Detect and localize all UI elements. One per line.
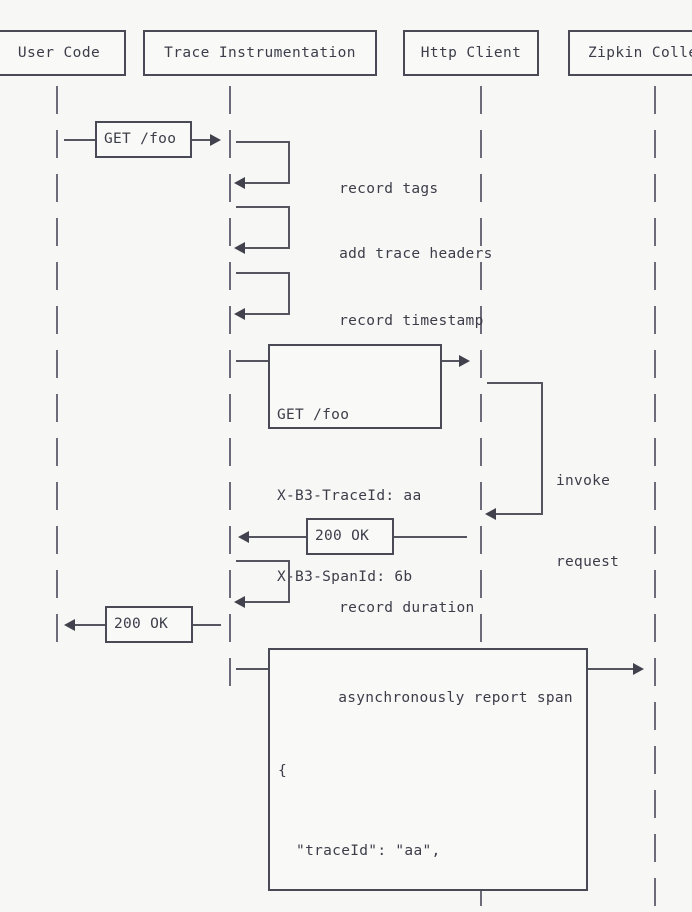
- lifeline-user-code: [56, 86, 58, 656]
- selfloop-bottom-add-trace-headers: [244, 247, 290, 249]
- selfloop-bottom-record-duration: [244, 601, 290, 603]
- selfloop-top-record-timestamp: [236, 272, 290, 274]
- selfloop-bottom-record-timestamp: [244, 313, 290, 315]
- label-text-line1: invoke: [556, 473, 611, 489]
- arrow-line-get-foo-out: [192, 139, 214, 141]
- message-box-report-span: asynchronously report span { "traceId": …: [268, 648, 588, 891]
- selfloop-right-add-trace-headers: [288, 206, 290, 249]
- participant-label: User Code: [17, 45, 101, 61]
- arrowhead-invoke-request: [485, 508, 496, 520]
- arrowhead-get-foo: [210, 134, 221, 146]
- participant-label: Trace Instrumentation: [164, 45, 356, 61]
- selfloop-top-record-tags: [236, 141, 290, 143]
- selfloop-right-record-duration: [288, 560, 290, 603]
- message-label: GET /foo: [104, 131, 177, 147]
- participant-zipkin-collector: Zipkin Colle: [568, 30, 692, 76]
- participant-label: Http Client: [420, 45, 522, 61]
- message-line-spanid: X-B3-SpanId: 6b: [277, 569, 413, 585]
- lifeline-zipkin-collector: [654, 86, 656, 906]
- arrowhead-record-tags: [234, 177, 245, 189]
- message-box-get-foo: GET /foo: [95, 121, 192, 158]
- report-span-title-text: asynchronously report span: [338, 689, 573, 706]
- participant-trace-instrumentation: Trace Instrumentation: [143, 30, 377, 76]
- participant-user-code: User Code: [0, 30, 126, 76]
- label-text: record timestamp: [339, 313, 484, 329]
- arrowhead-add-trace-headers: [234, 242, 245, 254]
- selfloop-top-invoke-request: [487, 382, 543, 384]
- message-label: 200 OK: [315, 528, 370, 544]
- label-text: add trace headers: [339, 246, 493, 262]
- label-text: record tags: [339, 181, 439, 197]
- label-invoke-request: invoke request: [556, 414, 619, 630]
- selfloop-bottom-record-tags: [244, 182, 290, 184]
- report-span-json: { "traceId": "aa", "id": "6b", "name": "…: [278, 705, 567, 912]
- arrow-line-200-ok-user-left: [75, 624, 105, 626]
- message-label: 200 OK: [114, 616, 169, 632]
- arrowhead-record-duration: [234, 596, 245, 608]
- selfloop-right-invoke-request: [541, 382, 543, 515]
- arrow-line-get-foo-headers-in: [236, 360, 272, 362]
- arrowhead-get-foo-headers: [459, 355, 470, 367]
- selfloop-right-record-tags: [288, 141, 290, 184]
- arrow-line-200-ok-server-left: [249, 536, 307, 538]
- selfloop-top-record-duration: [236, 560, 290, 562]
- lifeline-http-client: [480, 86, 482, 906]
- message-line-traceid: X-B3-TraceId: aa: [277, 488, 422, 504]
- label-text: record duration: [339, 600, 475, 616]
- selfloop-top-add-trace-headers: [236, 206, 290, 208]
- label-record-duration: record duration: [303, 568, 475, 649]
- arrow-line-report-span-out: [588, 668, 636, 670]
- label-record-timestamp: record timestamp: [303, 281, 484, 362]
- arrowhead-200-ok-user: [64, 619, 75, 631]
- arrow-line-200-ok-user-right: [193, 624, 221, 626]
- arrowhead-200-ok-server: [238, 531, 249, 543]
- selfloop-right-record-timestamp: [288, 272, 290, 315]
- json-line-trace-id: "traceId": "aa",: [278, 842, 441, 859]
- label-record-tags: record tags: [303, 149, 438, 230]
- label-text-line2: request: [556, 554, 620, 570]
- participant-label: Zipkin Colle: [588, 45, 692, 61]
- json-line-open: {: [278, 763, 288, 779]
- message-box-get-foo-headers: GET /foo X-B3-TraceId: aa X-B3-SpanId: 6…: [268, 344, 442, 585]
- arrowhead-report-span: [633, 663, 644, 675]
- arrow-line-get-foo-in: [64, 139, 96, 141]
- message-line-method: GET /foo: [277, 407, 350, 423]
- arrowhead-record-timestamp: [234, 308, 245, 320]
- selfloop-bottom-invoke-request: [495, 513, 543, 515]
- arrow-line-200-ok-server-right: [394, 536, 467, 538]
- message-box-200-ok-user: 200 OK: [105, 606, 193, 643]
- arrow-line-get-foo-headers-out: [442, 360, 462, 362]
- report-span-title: asynchronously report span: [284, 658, 573, 738]
- message-box-200-ok-server: 200 OK: [306, 518, 394, 555]
- label-add-trace-headers: add trace headers: [303, 214, 493, 295]
- lifeline-trace-instrumentation: [229, 86, 231, 686]
- participant-http-client: Http Client: [403, 30, 539, 76]
- arrow-line-report-span-in: [236, 668, 272, 670]
